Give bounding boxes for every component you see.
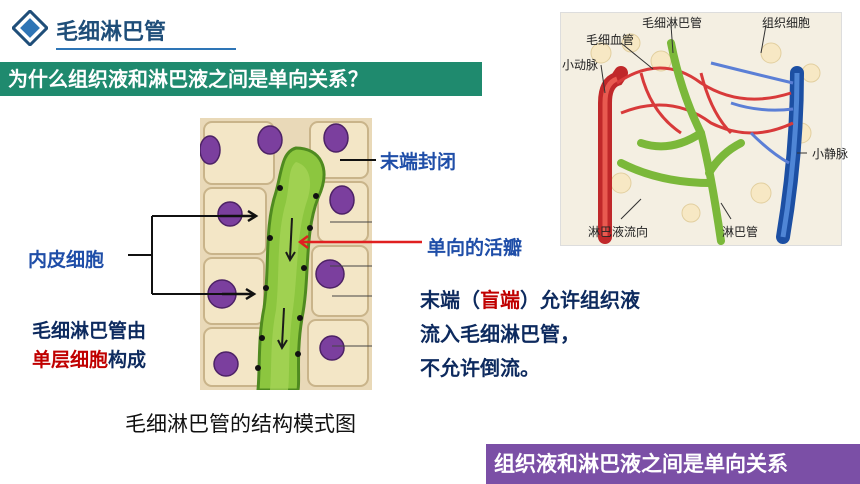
description-line2: 流入毛细淋巴管， (420, 322, 580, 346)
description-line1: 末端（盲端）允许组织液 (420, 284, 640, 313)
capillary-bed-drawing (590, 24, 821, 245)
single-layer-emphasis: 单层细胞 (32, 349, 109, 371)
page-title: 毛细淋巴管 (56, 20, 167, 45)
question-banner: 为什么组织液和淋巴液之间是单向关系？ (0, 62, 482, 96)
illus-venule-label: 小静脉 (812, 147, 849, 161)
title-underline (56, 48, 236, 50)
conclusion-banner: 组织液和淋巴液之间是单向关系 (486, 444, 860, 484)
illus-tissue-cell-label: 组织细胞 (762, 16, 811, 30)
desc-suffix: ）允许组织液 (520, 288, 640, 312)
one-way-valve-label: 单向的活瓣 (427, 237, 523, 259)
lymph-capillary-diagram (200, 118, 372, 390)
illus-lymph-flow-label: 淋巴液流向 (588, 225, 649, 239)
desc-prefix: 末端（ (420, 288, 480, 312)
blind-end-emphasis: 盲端 (480, 288, 520, 312)
single-layer-label-line1: 毛细淋巴管由 (32, 320, 147, 342)
illus-blood-capillary-label: 毛细血管 (586, 33, 635, 47)
illus-lymph-capillary-label: 毛细淋巴管 (642, 16, 703, 30)
capillary-bed-illustration (560, 12, 842, 246)
end-closed-label: 末端封闭 (380, 151, 457, 173)
diagram-caption: 毛细淋巴管的结构模式图 (125, 412, 356, 436)
endothelial-cell-label: 内皮细胞 (28, 249, 105, 271)
single-layer-label-line2: 单层细胞构成 (32, 345, 146, 372)
single-layer-suffix: 构成 (108, 349, 147, 371)
illus-arteriole-label: 小动脉 (562, 58, 599, 72)
description-line3: 不允许倒流。 (420, 356, 540, 380)
illus-lymph-vessel-label: 淋巴管 (722, 225, 759, 239)
diamond-icon (12, 10, 48, 46)
